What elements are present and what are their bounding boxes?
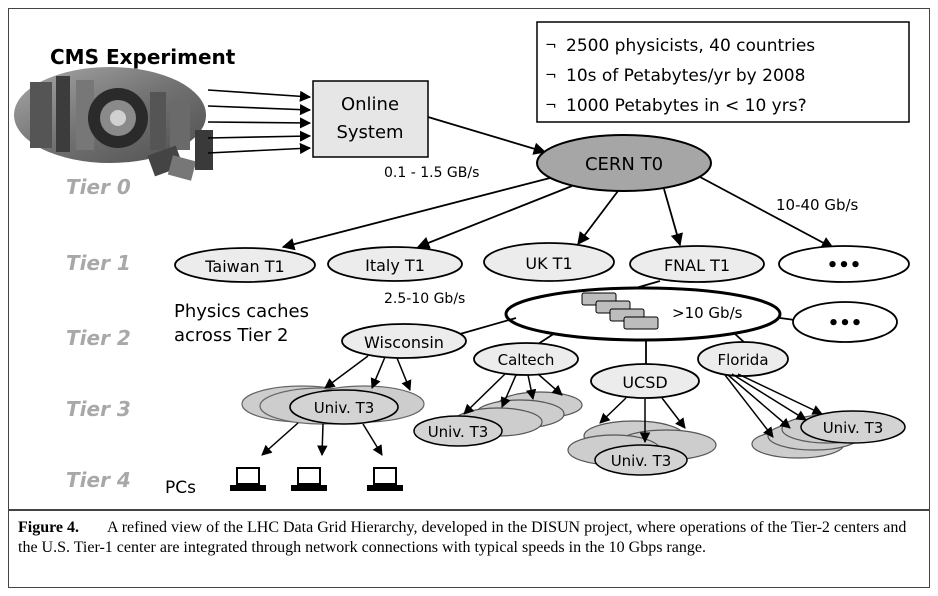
experiment-title: CMS Experiment <box>50 45 236 69</box>
caltech-univ-t3-label: Univ. T3 <box>428 423 489 441</box>
more-t2-node <box>792 301 898 343</box>
ucsd-univ-t3-node <box>594 444 688 476</box>
italy-t1-node <box>327 246 463 282</box>
tier1-to-tier2-rate: 2.5-10 Gb/s <box>384 291 465 307</box>
caltech-label: Caltech <box>498 351 555 369</box>
online-system-label-line1: Online <box>341 94 399 115</box>
storage-disks-icon <box>581 292 659 330</box>
fact-bullet-2: ¬ <box>545 68 557 84</box>
more-t1-label: ••• <box>827 255 862 276</box>
taiwan-t1-label: Taiwan T1 <box>204 257 284 276</box>
fnal-t1-label: FNAL T1 <box>664 256 730 275</box>
online-to-cern-arrow <box>427 116 547 155</box>
t3-to-pcs-arrows <box>261 422 383 457</box>
online-system-label-line2: System <box>336 122 403 143</box>
fact-2: 10s of Petabytes/yr by 2008 <box>566 66 805 86</box>
florida-univ-t3-node <box>800 410 906 444</box>
tier0-to-tier1-arrows <box>281 176 835 251</box>
ring-to-wisconsin-link <box>459 317 517 335</box>
italy-t1-label: Italy T1 <box>365 256 425 275</box>
online-system-box <box>312 80 429 158</box>
fact-1: 2500 physicists, 40 countries <box>566 36 815 56</box>
cern-t0-node <box>536 134 712 192</box>
tier-4-label: Tier 4 <box>66 468 131 492</box>
tier-3-label: Tier 3 <box>66 397 131 421</box>
caption-frame <box>8 510 930 588</box>
more-t1-node <box>778 245 910 283</box>
tier-0-label: Tier 0 <box>66 175 131 199</box>
online-to-cern-rate: 0.1 - 1.5 GB/s <box>384 165 479 181</box>
taiwan-t1-node <box>174 247 316 283</box>
wisconsin-univ-t3-label: Univ. T3 <box>314 399 375 417</box>
pcs-label: PCs <box>165 478 196 498</box>
diagram-frame <box>8 8 930 510</box>
tier-2-label: Tier 2 <box>66 326 131 350</box>
caltech-to-t3-arrows <box>463 373 563 415</box>
caption-text: A refined view of the LHC Data Grid Hier… <box>18 519 907 556</box>
cern-t0-label: CERN T0 <box>585 154 663 175</box>
florida-to-t3-arrows <box>724 373 823 438</box>
tier-1-label: Tier 1 <box>66 251 131 275</box>
florida-t3-group: Univ. T3 <box>751 410 906 459</box>
more-t2-label: ••• <box>828 313 863 334</box>
tier0-to-tier1-rate: 10-40 Gb/s <box>776 196 859 214</box>
ucsd-node <box>590 363 700 399</box>
ucsd-univ-t3-label: Univ. T3 <box>611 452 672 470</box>
physics-caches-line2: across Tier 2 <box>174 325 289 346</box>
caltech-t3-group: Univ. T3 <box>413 391 583 447</box>
caltech-univ-t3-node <box>413 415 503 447</box>
laptop-icon <box>367 467 403 491</box>
florida-label: Florida <box>717 351 768 369</box>
wisconsin-t3-group: Univ. T3 <box>241 385 425 425</box>
laptop-icon <box>230 467 266 491</box>
fact-bullet-1: ¬ <box>545 38 557 54</box>
fnal-t1-node <box>629 245 765 283</box>
uk-t1-label: UK T1 <box>525 254 572 273</box>
wisconsin-univ-t3-node <box>289 389 399 425</box>
uk-t1-node <box>483 242 615 282</box>
fact-3: 1000 Petabytes in < 10 yrs? <box>566 96 807 116</box>
wisconsin-label: Wisconsin <box>364 333 444 352</box>
detector-to-online-arrows <box>207 89 312 155</box>
ucsd-label: UCSD <box>622 373 667 392</box>
tier1-nodes: Taiwan T1 Italy T1 UK T1 FNAL T1 ••• <box>174 242 910 283</box>
caltech-node <box>473 342 579 376</box>
cms-detector-image <box>14 67 213 181</box>
tier2-ring-rate: >10 Gb/s <box>672 304 743 322</box>
caption-label: Figure 4. <box>18 519 80 536</box>
physics-caches-line1: Physics caches <box>174 301 309 322</box>
ucsd-to-t3-arrows <box>599 397 686 444</box>
figure-caption: Figure 4.A refined view of the LHC Data … <box>18 518 923 558</box>
florida-univ-t3-label: Univ. T3 <box>823 419 884 437</box>
tier-labels: Tier 0 Tier 1 Tier 2 Tier 3 Tier 4 <box>66 175 131 492</box>
ucsd-t3-group: Univ. T3 <box>567 420 717 476</box>
fact-bullet-3: ¬ <box>545 98 557 114</box>
facts-box <box>536 21 910 123</box>
wisconsin-node <box>341 323 467 359</box>
laptop-icon <box>291 467 327 491</box>
wisconsin-to-t3-arrows <box>324 355 412 391</box>
